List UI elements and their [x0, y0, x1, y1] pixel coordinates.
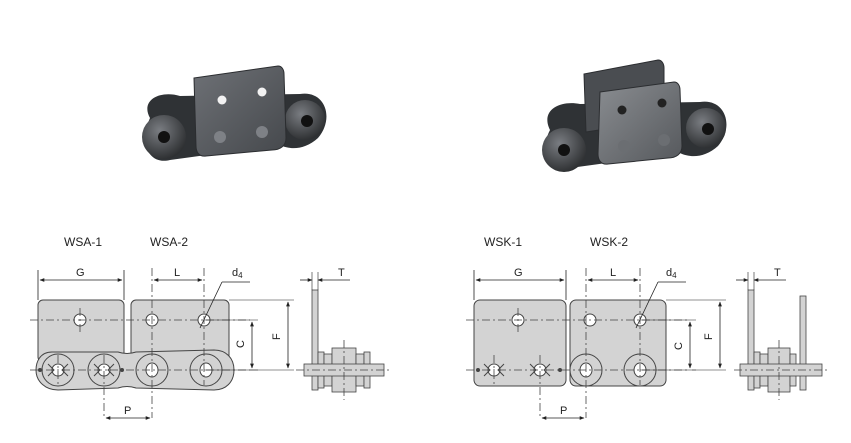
drawing-wsa: WSA-1 WSA-2 [30, 235, 392, 420]
dim-l-left: L [174, 267, 180, 279]
dim-l-right: L [610, 267, 616, 279]
dim-f-left: F [271, 333, 283, 340]
label-wsk-2: WSK-2 [590, 235, 628, 249]
side-view-wsa: T [296, 267, 392, 400]
dim-g-right: G [514, 267, 523, 279]
label-wsa-1: WSA-1 [64, 235, 102, 249]
side-view-wsk: T [734, 267, 830, 400]
dim-p-right: P [560, 405, 567, 417]
product-photo-wsk [542, 59, 727, 172]
dim-d4-right: d4 [666, 267, 677, 280]
dim-c-left: C [235, 340, 247, 348]
dim-p-left: P [124, 405, 131, 417]
label-wsa-2: WSA-2 [150, 235, 188, 249]
product-photo-wsa [142, 65, 327, 161]
dim-t-left: T [338, 267, 345, 279]
dim-d4-left: d4 [232, 267, 243, 280]
drawing-wsk: WSK-1 WSK-2 G L [466, 235, 830, 420]
dim-g-left: G [76, 267, 85, 279]
dim-t-right: T [774, 267, 781, 279]
dim-c-right: C [673, 342, 685, 350]
dim-f-right: F [703, 333, 715, 340]
label-wsk-1: WSK-1 [484, 235, 522, 249]
